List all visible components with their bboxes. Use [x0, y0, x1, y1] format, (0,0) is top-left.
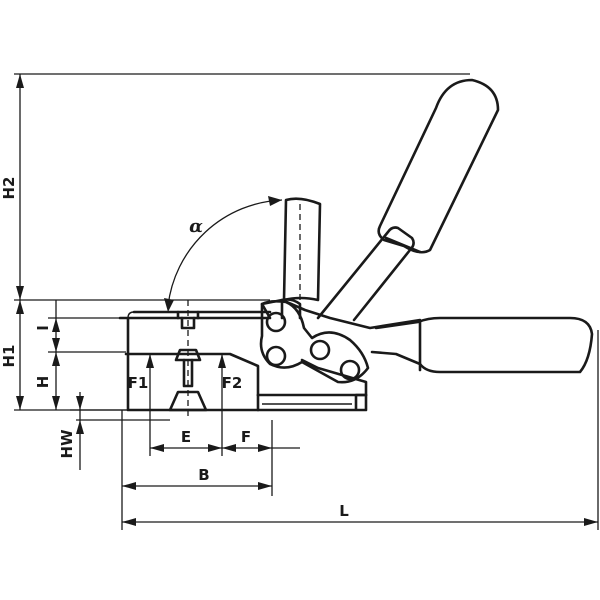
spindle	[168, 300, 208, 420]
label-h1: H1	[0, 345, 18, 368]
label-i: I	[34, 325, 52, 331]
handle-grip-raised	[316, 78, 500, 322]
label-hw: HW	[58, 429, 76, 459]
label-l: L	[339, 502, 349, 520]
label-h2: H2	[0, 177, 18, 200]
label-f: F	[241, 428, 251, 446]
dimension-lines	[14, 73, 599, 530]
handle-linkage	[259, 300, 370, 384]
label-h: H	[34, 376, 52, 389]
dimension-arrows	[16, 74, 598, 526]
label-f1: F1	[128, 374, 149, 392]
label-f2: F2	[222, 374, 243, 392]
spindle-stop	[280, 197, 322, 320]
label-e: E	[181, 428, 191, 446]
handle-grip-horizontal	[370, 316, 594, 374]
label-b: B	[198, 466, 209, 484]
clamp-base	[126, 310, 368, 412]
label-alpha: α	[189, 216, 203, 237]
